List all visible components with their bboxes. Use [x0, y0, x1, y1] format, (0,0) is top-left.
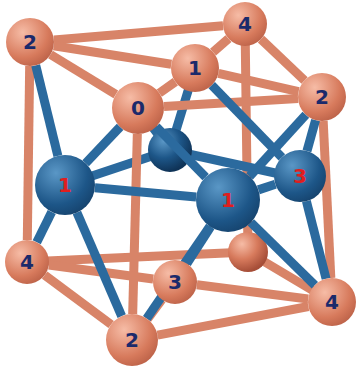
atom-number: 1 [221, 190, 235, 210]
blue-bond [212, 85, 282, 157]
atom-number: 1 [188, 58, 202, 78]
blue-bond [36, 65, 58, 156]
orange-rod [50, 55, 115, 95]
orange-atom: 4 [5, 240, 49, 284]
orange-atom: 4 [223, 2, 267, 46]
atom-number: 4 [325, 292, 339, 312]
orange-rod [261, 39, 305, 80]
blue-bond [187, 227, 211, 264]
orange-rod [213, 39, 228, 53]
blue-bond [77, 213, 122, 317]
orange-rod [218, 73, 298, 91]
blue-bond [258, 184, 275, 190]
atom-number: 2 [23, 32, 37, 52]
orange-rod [54, 46, 172, 65]
atom-number: 2 [315, 87, 329, 107]
blue-bond [251, 222, 315, 285]
orange-atom: 3 [153, 260, 197, 304]
orange-atom: 2 [6, 18, 54, 66]
blue-bond [95, 188, 196, 197]
blue-bond [156, 127, 205, 178]
blue-bond [307, 120, 316, 151]
orange-rod [54, 26, 223, 40]
orange-rod [133, 134, 138, 314]
orange-atom: 4 [308, 278, 356, 326]
orange-atom: 1 [171, 44, 219, 92]
atom-number: 3 [168, 272, 182, 292]
blue-atom: 1 [35, 155, 95, 215]
orange-atom: 2 [298, 73, 346, 121]
orange-atom: 2 [106, 314, 158, 366]
orange-rod [27, 66, 29, 240]
atom-number: 4 [20, 252, 34, 272]
blue-bond [147, 226, 210, 318]
orange-atom: 0 [112, 82, 164, 134]
blue-bond [86, 127, 120, 163]
blue-bond [37, 212, 52, 242]
orange-rod [45, 275, 111, 324]
blue-atom: 3 [274, 150, 326, 202]
atom-number: 4 [238, 14, 252, 34]
atom-number: 1 [58, 175, 72, 195]
orange-rod [197, 285, 308, 299]
atom-number: 0 [131, 98, 145, 118]
orange-rod [159, 82, 175, 93]
blue-bond [306, 201, 326, 279]
atom-number: 3 [293, 166, 307, 186]
blue-atom: 1 [196, 168, 260, 232]
orange-rod [158, 306, 309, 335]
atom-number: 2 [125, 330, 139, 350]
